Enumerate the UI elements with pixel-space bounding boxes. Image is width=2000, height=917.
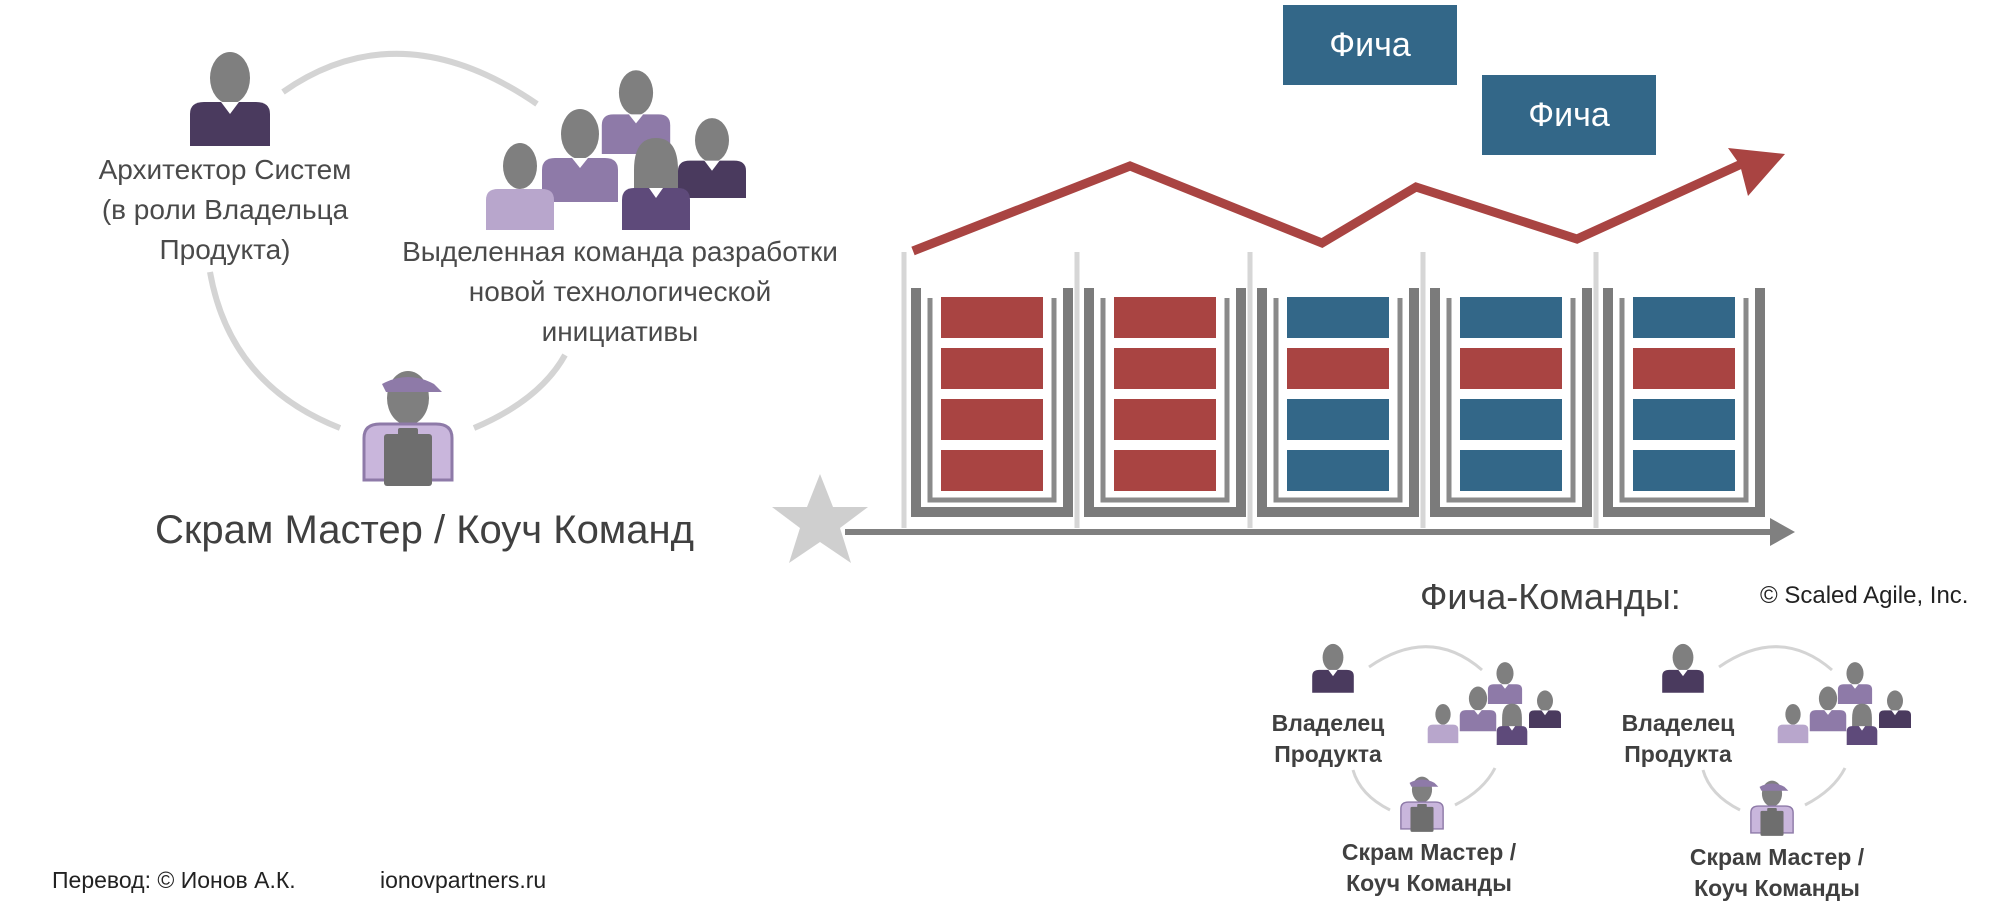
team-2-scrum-master-label: Скрам Мастер / Коуч Команды [1662, 842, 1892, 904]
increment-container [1257, 288, 1419, 517]
backlog-item-block [1285, 448, 1391, 493]
feature-team-1-icons [1312, 643, 1561, 833]
increment-container [1603, 288, 1765, 517]
dedicated-team-label: Выделенная команда разработки новой техн… [375, 232, 865, 352]
increment-inner-frame [1100, 298, 1230, 503]
team-label-line-3: инициативы [541, 316, 699, 347]
backlog-item-block [939, 397, 1045, 442]
website-link[interactable]: ionovpartners.ru [380, 867, 547, 893]
start-star-icon [772, 474, 868, 563]
backlog-item-block [1458, 346, 1564, 391]
backlog-item-block [939, 295, 1045, 340]
feature-box-1: Фича [1283, 5, 1457, 85]
backlog-item-block [1631, 295, 1737, 340]
scrum-master-coach-icon [362, 369, 454, 488]
backlog-item-block [1112, 346, 1218, 391]
architect-label-line-2: (в роли Владельца [101, 194, 349, 225]
backlog-item-block [939, 346, 1045, 391]
backlog-item-block [1112, 397, 1218, 442]
backlog-item-block [1458, 448, 1564, 493]
increment-inner-frame [1446, 298, 1576, 503]
backlog-item-block [1285, 397, 1391, 442]
increment-container [1084, 288, 1246, 517]
team-1-scrum-master-label: Скрам Мастер / Коуч Команды [1314, 837, 1544, 899]
value-trend-line [911, 156, 1750, 256]
backlog-item-block [1631, 346, 1737, 391]
arc-left [207, 271, 342, 431]
backlog-item-block [1112, 448, 1218, 493]
scrum-master-label: Скрам Мастер / Коуч Команд [155, 508, 694, 552]
team-2-po-line-1: Владелец [1621, 710, 1735, 736]
feature-team-2-icons [1662, 643, 1911, 837]
backlog-item-block [1631, 448, 1737, 493]
backlog-item-block [1285, 346, 1391, 391]
architect-label-line-3: Продукта) [159, 234, 291, 265]
architect-label: Архитектор Систем (в роли Владельца Прод… [90, 150, 360, 270]
timeline-arrowhead [1770, 518, 1795, 546]
team-1-sm-line-2: Коуч Команды [1346, 870, 1512, 896]
team-1-product-owner-label: Владелец Продукта [1258, 708, 1398, 770]
team-1-po-line-1: Владелец [1271, 710, 1385, 736]
team-2-po-line-2: Продукта [1624, 741, 1732, 767]
backlog-item-block [1112, 295, 1218, 340]
increment-container [1430, 288, 1592, 517]
team-2-product-owner-label: Владелец Продукта [1608, 708, 1748, 770]
value-trend-arrowhead [1728, 148, 1785, 196]
team-1-po-line-2: Продукта [1274, 741, 1382, 767]
translation-credit: Перевод: © Ионов А.К. [52, 867, 296, 893]
arc-right [472, 353, 568, 431]
arc-top [281, 50, 539, 107]
backlog-item-block [1458, 295, 1564, 340]
feature-box-2: Фича [1482, 75, 1656, 155]
team-2-sm-line-1: Скрам Мастер / [1689, 844, 1865, 870]
increment-inner-frame [1273, 298, 1403, 503]
architect-person-icon [190, 52, 270, 146]
team-2-sm-line-2: Коуч Команды [1694, 875, 1860, 901]
architect-label-line-1: Архитектор Систем [98, 154, 352, 185]
increment-container [911, 288, 1073, 517]
team-1-sm-line-1: Скрам Мастер / [1341, 839, 1517, 865]
backlog-item-block [1631, 397, 1737, 442]
team-label-line-2: новой технологической [468, 276, 772, 307]
increment-inner-frame [927, 298, 1057, 503]
increments-group [901, 252, 1765, 528]
increment-inner-frame [1619, 298, 1749, 503]
backlog-item-block [1458, 397, 1564, 442]
feature-teams-title: Фича-Команды: [1420, 576, 1681, 617]
team-label-line-1: Выделенная команда разработки [402, 236, 838, 267]
backlog-item-block [939, 448, 1045, 493]
copyright-note: © Scaled Agile, Inc. [1760, 582, 1969, 609]
backlog-item-block [1285, 295, 1391, 340]
